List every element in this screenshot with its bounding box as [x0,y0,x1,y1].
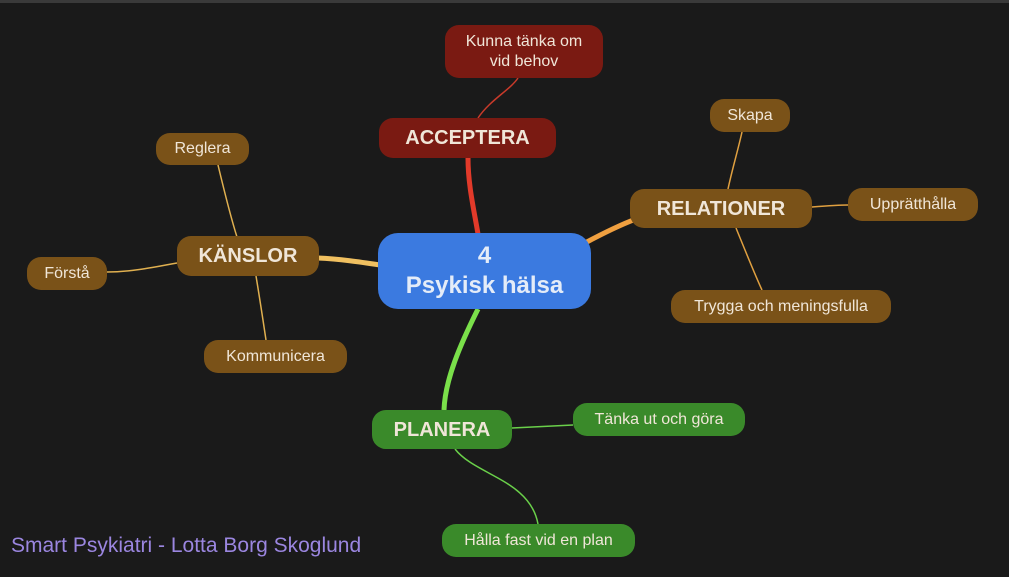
connector-kanslor [317,255,381,268]
node-tanka-ut[interactable]: Tänka ut och göra [573,403,745,436]
connector-relationer [583,216,637,246]
node-trygga[interactable]: Trygga och meningsfulla [671,290,891,323]
node-skapa[interactable]: Skapa [710,99,790,132]
node-planera[interactable]: PLANERA [372,410,512,449]
center-node[interactable]: 4 Psykisk hälsa [378,233,591,309]
connector-tanka [511,424,574,429]
node-uppratthalla[interactable]: Upprätthålla [848,188,978,221]
node-forsta[interactable]: Förstå [27,257,107,290]
node-relationer[interactable]: RELATIONER [630,189,812,228]
connector-reglera [217,164,238,238]
node-acceptera[interactable]: ACCEPTERA [379,118,556,158]
node-kanslor[interactable]: KÄNSLOR [177,236,319,276]
center-number: 4 [477,242,492,269]
node-kunna-tanka-om[interactable]: Kunna tänka om vid behov [445,25,603,78]
connector-skapa [727,131,743,190]
node-halla-fast[interactable]: Hålla fast vid en plan [442,524,635,557]
connector-trygga [735,227,763,291]
connector-kommunicera [255,275,267,341]
connector-planera [441,307,481,411]
connector-kunna [477,77,519,119]
top-border [0,0,1009,3]
footer-credit: Smart Psykiatri - Lotta Borg Skoglund [11,534,362,557]
connector-forsta [106,262,178,273]
connector-acceptera [465,157,481,235]
connector-halla [454,448,539,525]
center-title: Psykisk hälsa [405,272,564,299]
node-reglera[interactable]: Reglera [156,133,249,165]
node-kommunicera[interactable]: Kommunicera [204,340,347,373]
connector-uppratthalla [811,204,849,208]
